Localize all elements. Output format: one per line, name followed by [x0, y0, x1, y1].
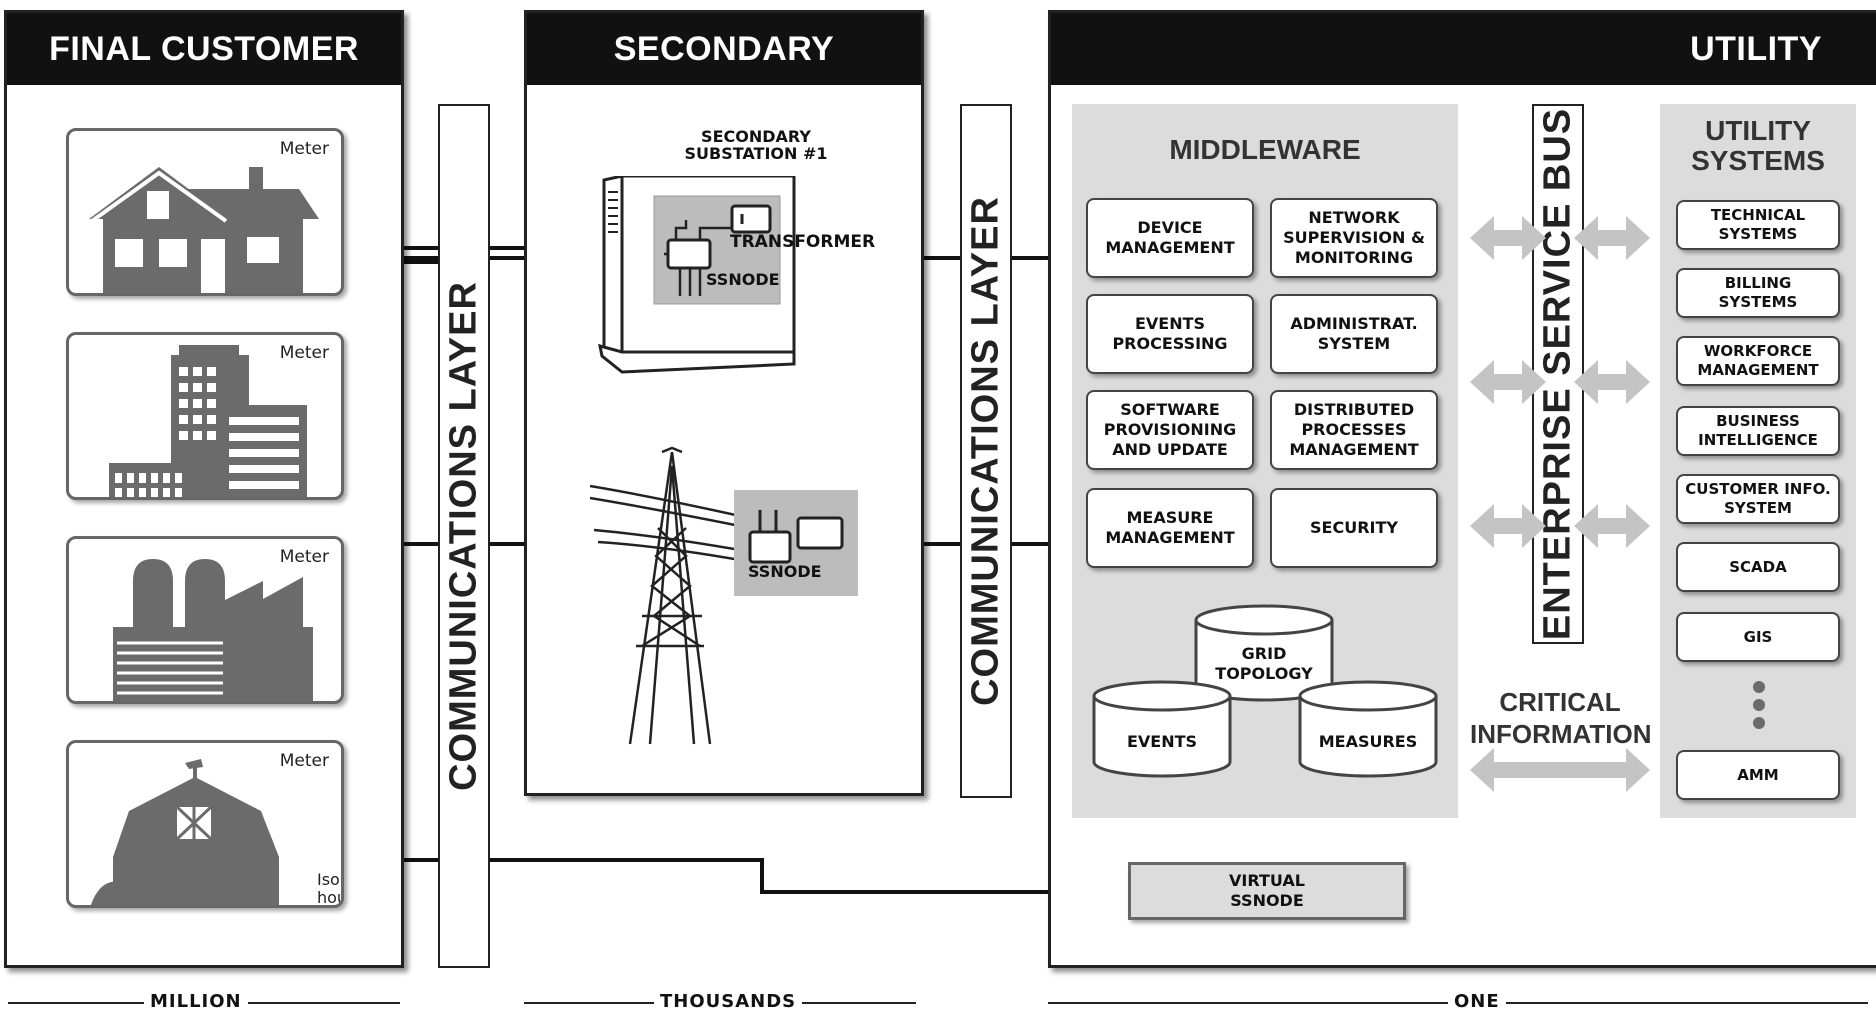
ssnode-label-pylon: SSNODE — [748, 562, 822, 581]
communications-layer-right: COMMUNICATIONS LAYER — [960, 104, 1012, 798]
utility-system-amm[interactable]: AMM — [1676, 750, 1840, 800]
secondary-substation-title: SECONDARY SUBSTATION — [613, 30, 835, 140]
meter-label: Meter — [279, 751, 329, 771]
isolated-house-note: Isolated house — [317, 870, 344, 907]
customer-tile-barn: Meter Isolated house — [66, 740, 344, 908]
transformer-label: TRANSFORMER — [730, 232, 876, 252]
utility-system-technical[interactable]: TECHNICAL SYSTEMS — [1676, 200, 1840, 250]
scale-thousands: THOUSANDS — [654, 991, 803, 1012]
utility-system-scada[interactable]: SCADA — [1676, 542, 1840, 592]
double-arrow-icon — [1470, 360, 1546, 404]
database-measures: MEASURES — [1318, 732, 1418, 751]
secondary-substation-header: SECONDARY SUBSTATION — [527, 13, 921, 140]
double-arrow-icon — [1470, 504, 1546, 548]
utility-system-customer-info[interactable]: CUSTOMER INFO. SYSTEM — [1676, 474, 1840, 524]
database-measures-icon — [1298, 680, 1438, 778]
meter-label: Meter — [279, 139, 329, 159]
meter-label: Meter — [279, 547, 329, 567]
secondary-substation-panel: SECONDARY SUBSTATION — [524, 10, 924, 796]
office-buildings-icon — [109, 345, 307, 497]
utility-header: UTILITY — [1051, 13, 1876, 85]
more-items-ellipsis-icon — [1753, 681, 1765, 729]
customer-tile-office: Meter — [66, 332, 344, 500]
customer-tile-house: Meter — [66, 128, 344, 296]
module-administrative-system[interactable]: ADMINISTRAT. SYSTEM — [1270, 294, 1438, 374]
substation-unit-title: SECONDARY SUBSTATION #1 — [684, 127, 828, 163]
module-distributed-processes[interactable]: DISTRIBUTED PROCESSES MANAGEMENT — [1270, 390, 1438, 470]
factory-icon — [113, 559, 313, 701]
final-customer-header: FINAL CUSTOMER — [7, 13, 401, 85]
double-arrow-icon — [1574, 360, 1650, 404]
utility-system-billing[interactable]: BILLING SYSTEMS — [1676, 268, 1840, 318]
module-events-processing[interactable]: EVENTS PROCESSING — [1086, 294, 1254, 374]
double-arrow-icon — [1574, 504, 1650, 548]
barn-icon — [90, 759, 279, 905]
meter-label: Meter — [279, 343, 329, 363]
final-customer-title: FINAL CUSTOMER — [49, 30, 359, 68]
ssnode-pylon-box: SSNODE — [734, 490, 858, 596]
communications-layer-left-label: COMMUNICATIONS LAYER — [442, 281, 485, 791]
scale-one: ONE — [1448, 991, 1506, 1012]
virtual-ssnode[interactable]: VIRTUAL SSNODE — [1128, 862, 1406, 920]
long-double-arrow-icon — [1470, 748, 1650, 792]
customer-tile-factory: Meter — [66, 536, 344, 704]
utility-system-workforce[interactable]: WORKFORCE MANAGEMENT — [1676, 336, 1840, 386]
scale-million: MILLION — [144, 991, 248, 1012]
esb-arrows — [1470, 216, 1650, 792]
transformer-icon — [664, 204, 772, 296]
database-events: EVENTS — [1126, 732, 1198, 751]
module-measure-management[interactable]: MEASURE MANAGEMENT — [1086, 488, 1254, 568]
module-network-supervision[interactable]: NETWORK SUPERVISION & MONITORING — [1270, 198, 1438, 278]
ssnode-label-cabinet: SSNODE — [706, 270, 780, 289]
module-device-management[interactable]: DEVICE MANAGEMENT — [1086, 198, 1254, 278]
utility-system-gis[interactable]: GIS — [1676, 612, 1840, 662]
database-grid-topology-icon — [1194, 604, 1334, 702]
module-software-provisioning[interactable]: SOFTWARE PROVISIONING AND UPDATE — [1086, 390, 1254, 470]
ssnode-device-icon — [748, 510, 844, 564]
utility-system-business-intelligence[interactable]: BUSINESS INTELLIGENCE — [1676, 406, 1840, 456]
communications-layer-left: COMMUNICATIONS LAYER — [438, 104, 490, 968]
power-pylon-icon — [590, 446, 741, 745]
double-arrow-icon — [1574, 216, 1650, 260]
utility-title: UTILITY — [1690, 30, 1822, 68]
house-icon — [89, 167, 319, 293]
module-security[interactable]: SECURITY — [1270, 488, 1438, 568]
communications-layer-right-label: COMMUNICATIONS LAYER — [964, 196, 1007, 706]
utility-systems-title: UTILITY SYSTEMS — [1691, 115, 1825, 176]
database-events-icon — [1092, 680, 1232, 778]
critical-information-label: CRITICAL INFORMATION — [1470, 687, 1652, 749]
double-arrow-icon — [1470, 216, 1546, 260]
middleware-title: MIDDLEWARE — [1169, 134, 1361, 165]
database-grid-topology: GRID TOPOLOGY — [1215, 644, 1313, 683]
